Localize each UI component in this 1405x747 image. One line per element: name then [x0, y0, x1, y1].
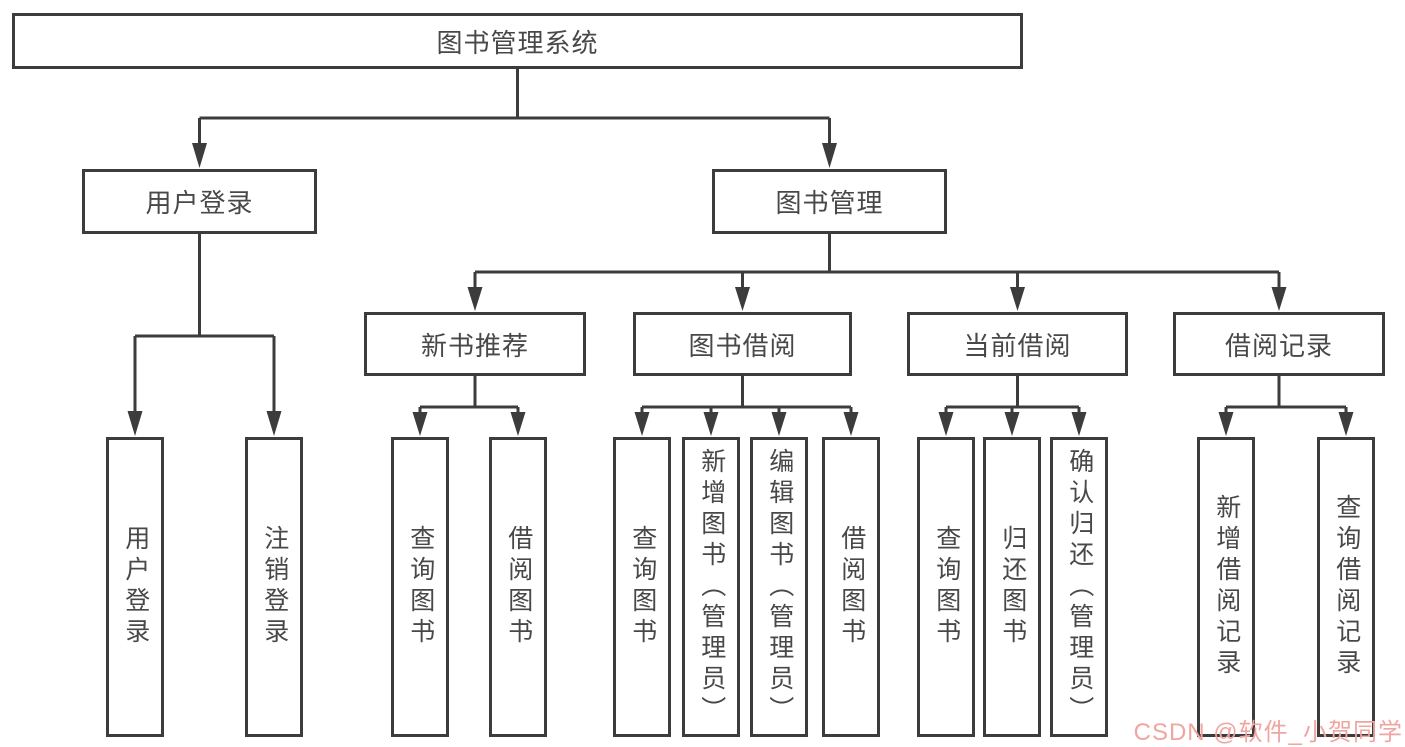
- leaf-borrow-add-admin-label: 新增图书（管理员）: [697, 447, 726, 727]
- leaf-current-return: 归还图书: [983, 437, 1041, 737]
- leaf-current-confirm-admin: 确认归还（管理员）: [1050, 437, 1108, 737]
- leaf-records-add: 新增借阅记录: [1197, 437, 1255, 737]
- leaf-current-confirm-admin-label: 确认归还（管理员）: [1065, 447, 1094, 727]
- node-user-login: 用户登录: [82, 169, 317, 234]
- leaf-borrow-edit-admin-label: 编辑图书（管理员）: [765, 447, 794, 727]
- watermark: CSDN @软件_小贺同学: [1133, 719, 1403, 746]
- leaf-user-login-label: 用户登录: [121, 525, 150, 649]
- leaf-newbooks-query: 查询图书: [391, 437, 449, 737]
- leaf-current-query-label: 查询图书: [932, 525, 961, 649]
- connector-current-borrow: [938, 376, 1087, 436]
- leaf-borrow-book-label: 借阅图书: [837, 525, 866, 649]
- node-root-label: 图书管理系统: [436, 27, 599, 58]
- leaf-logout-label: 注销登录: [260, 525, 289, 649]
- leaf-borrow-add-admin: 新增图书（管理员）: [682, 437, 740, 737]
- leaf-user-login: 用户登录: [106, 437, 164, 737]
- leaf-borrow-query-label: 查询图书: [628, 525, 657, 649]
- node-user-login-label: 用户登录: [145, 188, 254, 218]
- leaf-current-query: 查询图书: [917, 437, 975, 737]
- leaf-newbooks-borrow: 借阅图书: [489, 437, 547, 737]
- connector-new-books: [412, 376, 526, 436]
- node-book-borrow: 图书借阅: [633, 312, 852, 376]
- leaf-borrow-book: 借阅图书: [822, 437, 880, 737]
- leaf-newbooks-borrow-label: 借阅图书: [504, 525, 533, 649]
- connector-borrow-records: [1218, 376, 1354, 436]
- leaf-records-query: 查询借阅记录: [1317, 437, 1375, 737]
- node-book-management-label: 图书管理: [775, 188, 884, 218]
- leaf-current-return-label: 归还图书: [998, 525, 1027, 649]
- leaf-borrow-edit-admin: 编辑图书（管理员）: [750, 437, 808, 737]
- node-book-management: 图书管理: [712, 169, 947, 234]
- leaf-logout: 注销登录: [245, 437, 303, 737]
- node-borrow-records-label: 借阅记录: [1224, 330, 1333, 361]
- node-new-book-recommend: 新书推荐: [364, 312, 586, 376]
- node-current-borrow: 当前借阅: [907, 312, 1128, 376]
- node-book-borrow-label: 图书借阅: [688, 330, 797, 361]
- leaf-records-query-label: 查询借阅记录: [1332, 494, 1361, 680]
- connector-user-login: [127, 233, 282, 436]
- connector-book-management: [467, 233, 1287, 311]
- node-root: 图书管理系统: [12, 13, 1023, 69]
- leaf-newbooks-query-label: 查询图书: [406, 525, 435, 649]
- node-new-book-recommend-label: 新书推荐: [420, 330, 529, 361]
- leaf-borrow-query: 查询图书: [613, 437, 671, 737]
- leaf-records-add-label: 新增借阅记录: [1212, 494, 1241, 680]
- connector-book-borrow: [634, 376, 859, 436]
- connector-root: [192, 68, 837, 168]
- node-borrow-records: 借阅记录: [1173, 312, 1385, 376]
- node-current-borrow-label: 当前借阅: [963, 330, 1072, 361]
